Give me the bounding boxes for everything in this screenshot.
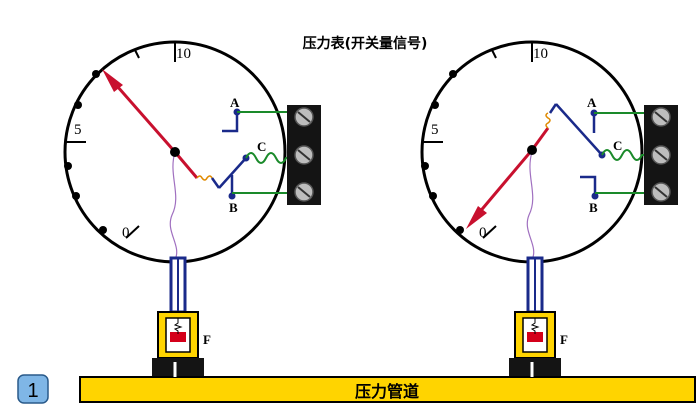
scale-dots — [421, 70, 464, 234]
gauge-mount-base — [509, 358, 561, 378]
gauge-mount-base — [152, 358, 204, 378]
step-badge — [17, 374, 49, 404]
gauge-left: 10 5 0 A C B — [63, 40, 321, 378]
scale-label-0: 0 — [479, 225, 487, 241]
pointer-arrowhead — [466, 206, 487, 229]
filter-housing — [514, 311, 556, 359]
contact-label-c: C — [257, 139, 266, 154]
bourdon-tube — [526, 151, 535, 261]
contact-label-a: A — [587, 95, 597, 110]
filter-label: F — [560, 332, 568, 347]
contact-b — [580, 175, 597, 195]
pointer-tail — [173, 151, 199, 179]
pivot — [527, 145, 537, 155]
terminal-screw-icon — [294, 107, 314, 127]
gauge-stem — [169, 256, 187, 314]
step-number: 1 — [27, 380, 38, 402]
contact-label-a: A — [230, 95, 240, 110]
scale-label-0: 0 — [122, 225, 130, 241]
gauge-stem — [526, 256, 544, 314]
scale-ticks — [66, 42, 176, 239]
gauge-right: 10 5 0 A C B — [420, 40, 678, 378]
pointer-arrowhead — [102, 69, 123, 92]
terminal-screw-icon — [651, 107, 671, 127]
terminal-screw-icon — [651, 182, 671, 202]
terminal-screw-icon — [294, 182, 314, 202]
contact-a — [222, 114, 239, 133]
pointer-needle — [108, 77, 177, 153]
contact-label-b: B — [229, 200, 238, 215]
spring-icon — [545, 112, 551, 129]
scale-ticks — [423, 42, 533, 239]
pivot — [170, 147, 180, 157]
scale-dots — [64, 70, 107, 234]
terminal-screw-icon — [651, 145, 671, 165]
pressure-pipe — [79, 362, 696, 403]
terminal-screw-icon — [294, 145, 314, 165]
contact-c-arm — [218, 157, 247, 189]
scale-label-10: 10 — [176, 46, 191, 62]
diagram-title: 压力表(开关量信号) — [303, 35, 428, 52]
contact-label-b: B — [589, 200, 598, 215]
spring-icon — [196, 175, 213, 181]
scale-label-5: 5 — [431, 122, 439, 138]
contact-label-c: C — [613, 138, 622, 153]
scale-label-10: 10 — [533, 46, 548, 62]
filter-label: F — [203, 332, 211, 347]
filter-housing — [157, 311, 199, 359]
scale-label-5: 5 — [74, 122, 82, 138]
pointer-needle — [476, 149, 534, 215]
bourdon-tube — [169, 151, 178, 261]
contact-c-arm — [555, 103, 603, 156]
pipe-label: 压力管道 — [355, 382, 419, 401]
